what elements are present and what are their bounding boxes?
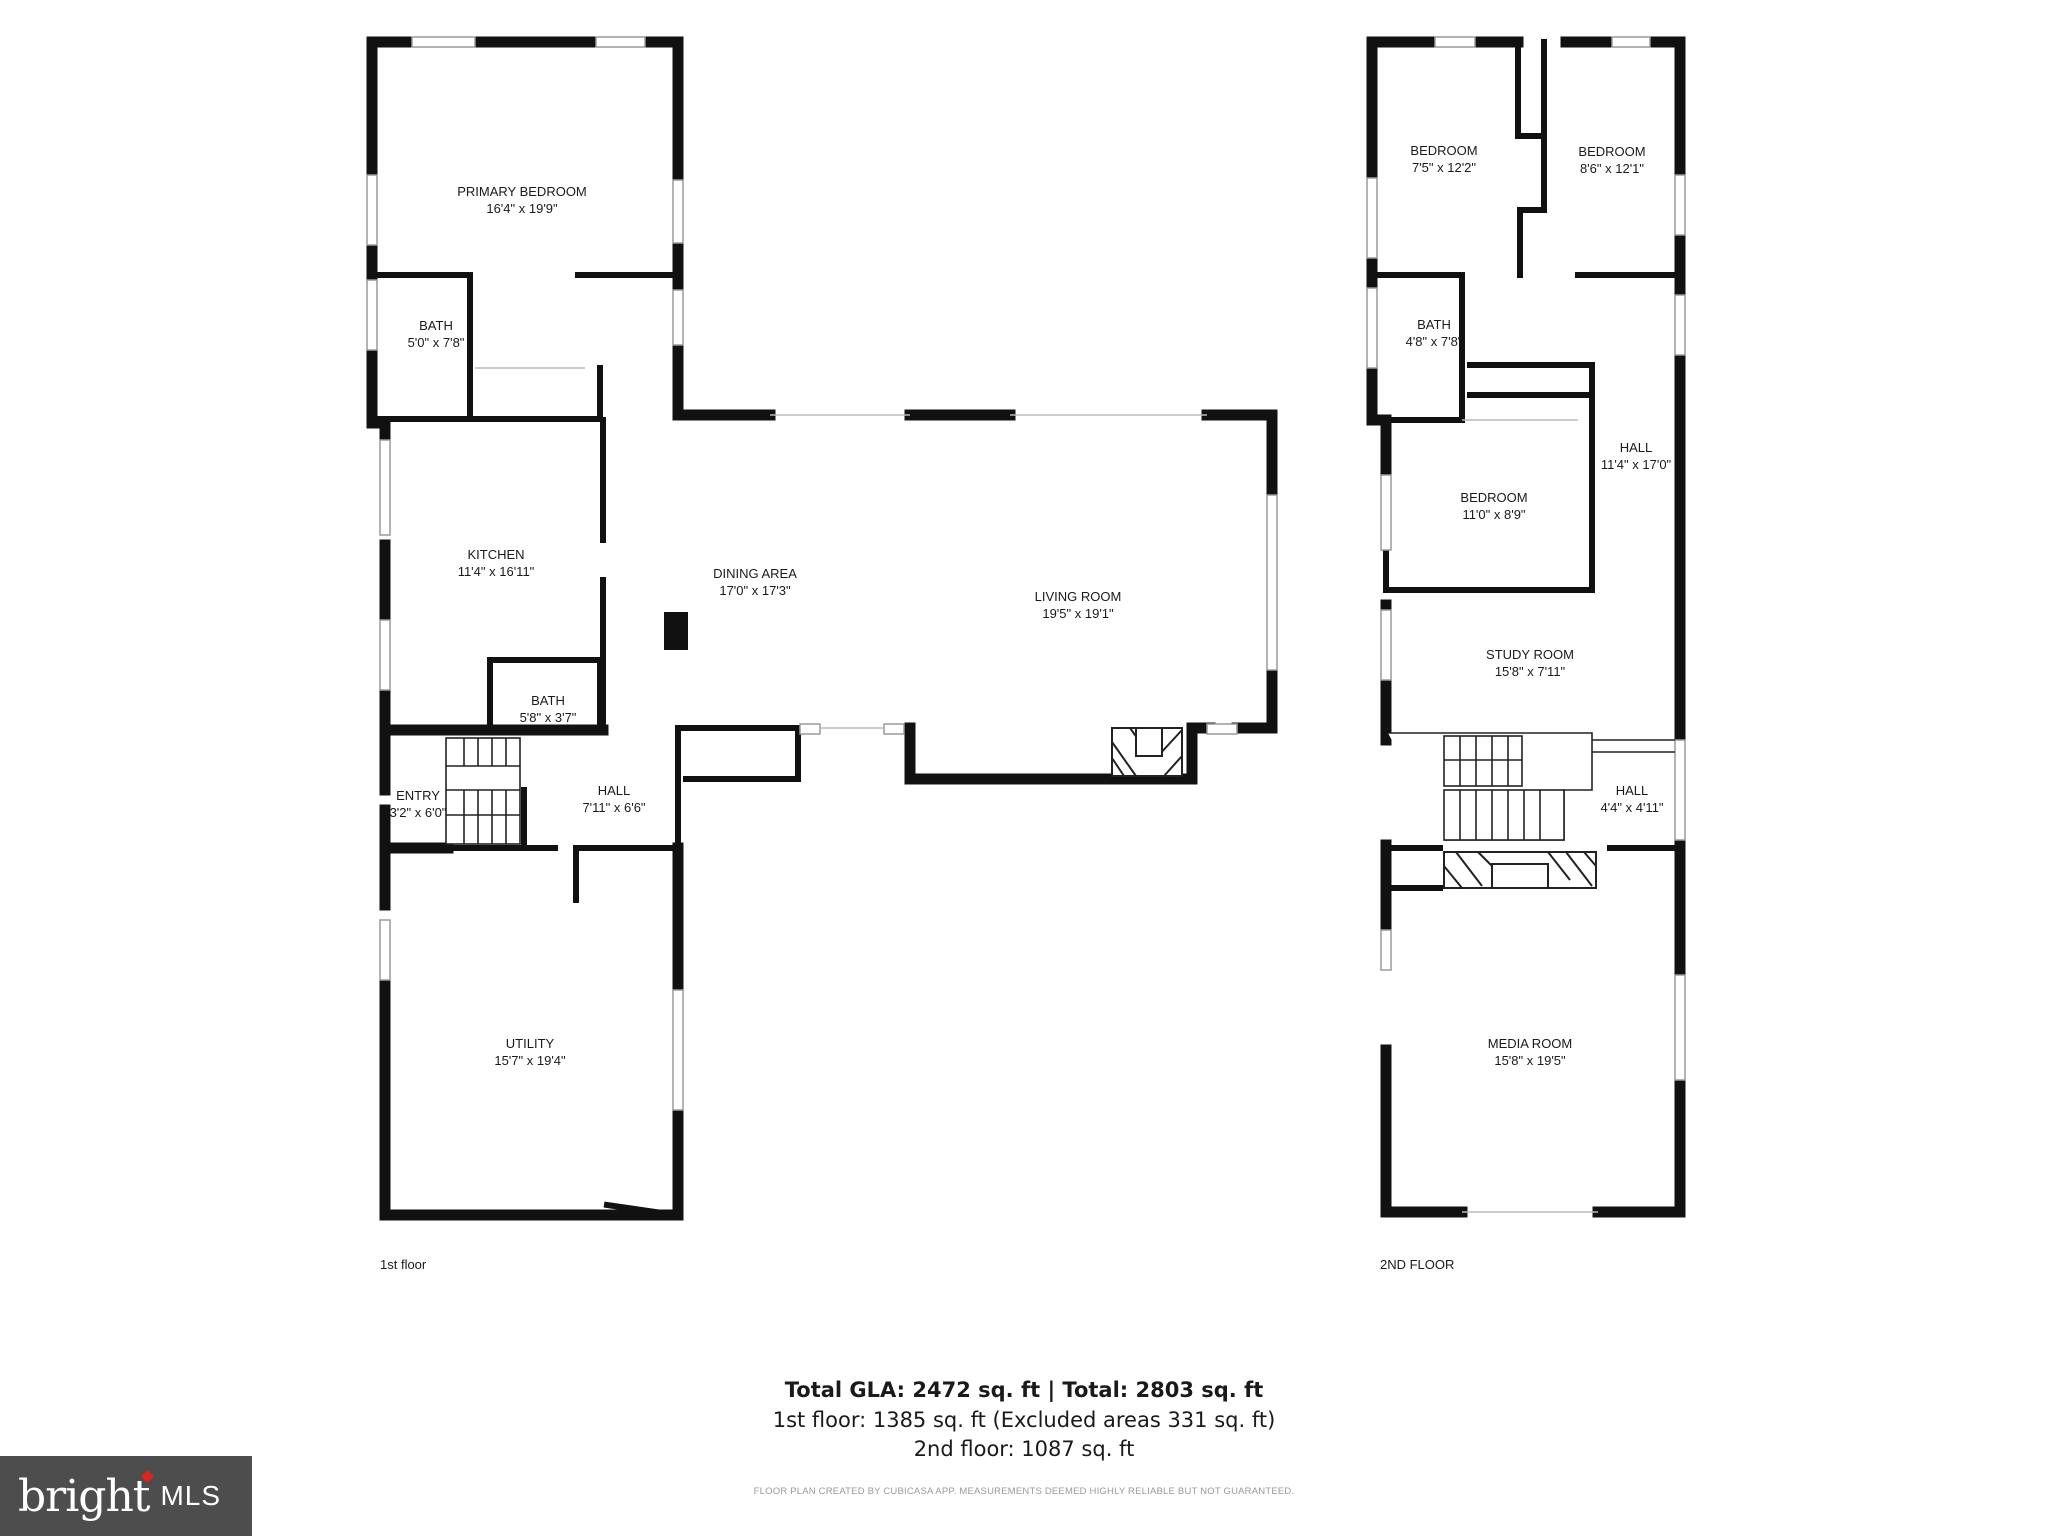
first-floor-fireplace <box>664 612 1183 777</box>
room-name-utility: UTILITY <box>506 1036 555 1051</box>
room-dims-primary-bedroom: 16'4" x 19'9" <box>486 201 558 216</box>
room-dims-study-room: 15'8" x 7'11" <box>1495 664 1566 679</box>
room-dims-kitchen: 11'4" x 16'11" <box>458 564 535 579</box>
room-name-entry: ENTRY <box>396 788 440 803</box>
room-name-hall: HALL <box>1616 783 1649 798</box>
room-name-bath: BATH <box>1417 317 1451 332</box>
room-name-media-room: MEDIA ROOM <box>1488 1036 1573 1051</box>
room-dims-living-room: 19'5" x 19'1" <box>1042 606 1114 621</box>
room-name-bath: BATH <box>419 318 453 333</box>
first-floor-stairs <box>445 737 521 845</box>
room-dims-hall: 4'4" x 4'11" <box>1600 800 1663 815</box>
room-name-living-room: LIVING ROOM <box>1035 589 1122 604</box>
room-dims-hall: 11'4" x 17'0" <box>1601 457 1672 472</box>
second-floor-fireplace <box>1443 851 1597 889</box>
room-name-bedroom: BEDROOM <box>1460 490 1527 505</box>
room-name-bath: BATH <box>531 693 565 708</box>
room-dims-bath: 5'8" x 3'7" <box>520 710 577 725</box>
second-floor-stairs <box>1388 732 1675 841</box>
first-floor-windows <box>366 36 1278 1111</box>
first-floor-area: 1st floor: 1385 sq. ft (Excluded areas 3… <box>772 1408 1276 1432</box>
room-name-bedroom: BEDROOM <box>1578 144 1645 159</box>
logo-brand-text: bright <box>18 1470 150 1522</box>
room-dims-bath: 4'8" x 7'8" <box>1406 334 1463 349</box>
room-labels: PRIMARY BEDROOM 16'4" x 19'9" BATH 5'0" … <box>390 143 1672 1068</box>
room-dims-media-room: 15'8" x 19'5" <box>1494 1053 1566 1068</box>
disclaimer-text: FLOOR PLAN CREATED BY CUBICASA APP. MEAS… <box>753 1486 1295 1497</box>
room-name-hall: HALL <box>598 783 631 798</box>
room-dims-entry: 3'2" x 6'0" <box>390 805 447 820</box>
total-area-summary: Total GLA: 2472 sq. ft | Total: 2803 sq.… <box>784 1378 1264 1402</box>
second-floor-windows <box>1366 36 1686 1213</box>
room-dims-bedroom: 7'5" x 12'2" <box>1412 160 1476 175</box>
room-dims-bedroom: 11'0" x 8'9" <box>1462 507 1525 522</box>
room-dims-dining-area: 17'0" x 17'3" <box>719 583 791 598</box>
room-dims-bath: 5'0" x 7'8" <box>408 335 465 350</box>
room-name-primary-bedroom: PRIMARY BEDROOM <box>457 184 587 199</box>
floor-label-first: 1st floor <box>380 1257 427 1272</box>
second-floor-area: 2nd floor: 1087 sq. ft <box>913 1437 1135 1461</box>
floor-label-second: 2ND FLOOR <box>1380 1257 1454 1272</box>
room-name-study-room: STUDY ROOM <box>1486 647 1574 662</box>
room-dims-hall: 7'11" x 6'6" <box>582 800 645 815</box>
room-name-dining-area: DINING AREA <box>713 566 797 581</box>
room-dims-bedroom: 8'6" x 12'1" <box>1580 161 1644 176</box>
bright-mls-logo: bright MLS <box>0 1456 252 1536</box>
room-dims-utility: 15'7" x 19'4" <box>494 1053 566 1068</box>
room-name-kitchen: KITCHEN <box>467 547 524 562</box>
logo-suffix-text: MLS <box>160 1480 222 1511</box>
room-name-hall: HALL <box>1620 440 1653 455</box>
room-name-bedroom: BEDROOM <box>1410 143 1477 158</box>
